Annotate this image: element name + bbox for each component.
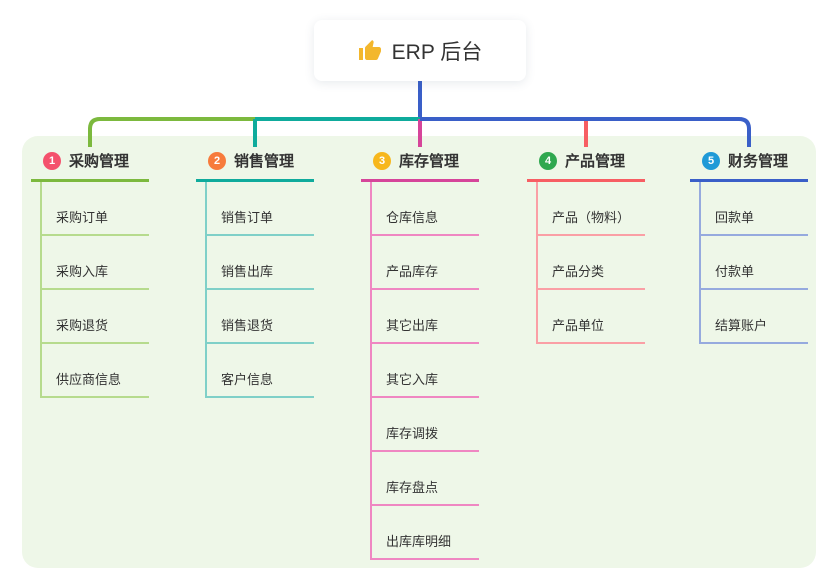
branch-number-badge: 1 <box>43 151 61 170</box>
child-node[interactable]: 采购订单 <box>42 182 149 236</box>
root-node-label: ERP 后台 <box>391 40 483 64</box>
thumbs-up-icon <box>358 39 381 60</box>
child-node[interactable]: 销售订单 <box>207 182 314 236</box>
branch-finance-title[interactable]: 5 财务管理 <box>690 145 808 182</box>
child-node[interactable]: 销售出库 <box>207 236 314 290</box>
branch-title-label: 产品管理 <box>565 153 626 170</box>
child-node[interactable]: 产品单位 <box>538 290 645 344</box>
branch-number-badge: 5 <box>702 151 720 170</box>
branch-sales: 2 销售管理 销售订单 销售出库 销售退货 客户信息 <box>196 145 314 398</box>
child-node[interactable]: 产品分类 <box>538 236 645 290</box>
branch-number-badge: 3 <box>373 151 391 170</box>
branch-title-label: 采购管理 <box>69 153 130 170</box>
branch-sales-title[interactable]: 2 销售管理 <box>196 145 314 182</box>
child-node[interactable]: 付款单 <box>701 236 808 290</box>
branch-product-children: 产品（物料） 产品分类 产品单位 <box>536 182 645 344</box>
branches-background-panel <box>22 136 816 568</box>
branch-title-label: 财务管理 <box>728 153 789 170</box>
child-node[interactable]: 采购退货 <box>42 290 149 344</box>
child-node[interactable]: 销售退货 <box>207 290 314 344</box>
branch-purchase-title[interactable]: 1 采购管理 <box>31 145 149 182</box>
child-node[interactable]: 采购入库 <box>42 236 149 290</box>
branch-product: 4 产品管理 产品（物料） 产品分类 产品单位 <box>527 145 645 344</box>
branch-inventory-title[interactable]: 3 库存管理 <box>361 145 479 182</box>
branch-inventory: 3 库存管理 仓库信息 产品库存 其它出库 其它入库 库存调拨 库存盘点 出库库… <box>361 145 479 560</box>
child-node[interactable]: 结算账户 <box>701 290 808 344</box>
branch-number-badge: 4 <box>539 151 557 170</box>
branch-finance: 5 财务管理 回款单 付款单 结算账户 <box>690 145 808 344</box>
child-node[interactable]: 出库库明细 <box>372 506 479 560</box>
branch-purchase: 1 采购管理 采购订单 采购入库 采购退货 供应商信息 <box>31 145 149 398</box>
child-node[interactable]: 其它出库 <box>372 290 479 344</box>
child-node[interactable]: 供应商信息 <box>42 344 149 398</box>
child-node[interactable]: 产品库存 <box>372 236 479 290</box>
child-node[interactable]: 产品（物料） <box>538 182 645 236</box>
root-node[interactable]: ERP 后台 <box>314 20 526 81</box>
child-node[interactable]: 客户信息 <box>207 344 314 398</box>
child-node[interactable]: 仓库信息 <box>372 182 479 236</box>
child-node[interactable]: 其它入库 <box>372 344 479 398</box>
child-node[interactable]: 库存调拨 <box>372 398 479 452</box>
branch-purchase-children: 采购订单 采购入库 采购退货 供应商信息 <box>40 182 149 398</box>
branch-inventory-children: 仓库信息 产品库存 其它出库 其它入库 库存调拨 库存盘点 出库库明细 <box>370 182 479 560</box>
child-node[interactable]: 回款单 <box>701 182 808 236</box>
branch-title-label: 库存管理 <box>399 153 460 170</box>
branch-number-badge: 2 <box>208 151 226 170</box>
child-node[interactable]: 库存盘点 <box>372 452 479 506</box>
branch-finance-children: 回款单 付款单 结算账户 <box>699 182 808 344</box>
branch-sales-children: 销售订单 销售出库 销售退货 客户信息 <box>205 182 314 398</box>
branch-title-label: 销售管理 <box>234 153 295 170</box>
branch-product-title[interactable]: 4 产品管理 <box>527 145 645 182</box>
